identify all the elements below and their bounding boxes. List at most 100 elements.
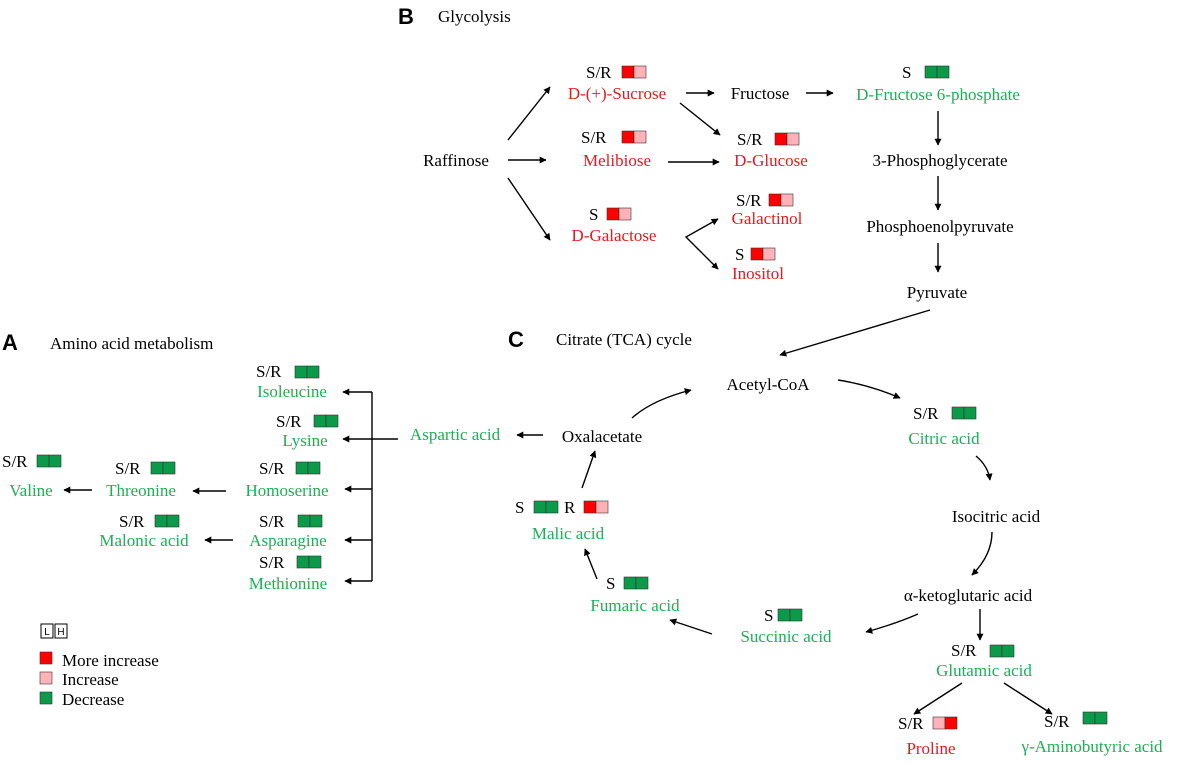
- legend: L H More increase Increase Decrease: [39, 623, 159, 709]
- arrow-acetylcoa-citric: [837, 379, 901, 399]
- box-galactinol-l: [768, 193, 782, 207]
- box-methionine-h: [308, 555, 322, 569]
- panel-title-amino-acid: Amino acid metabolism: [50, 334, 213, 353]
- tag-galactose: S: [589, 205, 598, 224]
- box-galactinol-h: [780, 193, 794, 207]
- box-glucose-l: [774, 132, 788, 146]
- arrow-succinic-fumaric: [669, 618, 713, 635]
- box-inositol-l: [750, 247, 764, 261]
- metabolite-raffinose: Raffinose: [423, 151, 489, 170]
- legend-label-decrease: Decrease: [62, 690, 124, 709]
- box-succinic-h: [789, 608, 803, 622]
- legend-l-box: [40, 623, 54, 639]
- metabolite-alpha-ketoglutaric-acid: α-ketoglutaric acid: [904, 586, 1033, 605]
- metabolite-lysine: Lysine: [282, 431, 327, 450]
- box-glucose-h: [786, 132, 800, 146]
- metabolite-pyruvate: Pyruvate: [907, 283, 967, 302]
- arrow-malic-oxalacetate: [581, 450, 597, 489]
- metabolite-malonic-acid: Malonic acid: [99, 531, 189, 550]
- box-homoserine-h: [307, 461, 321, 475]
- box-malic-s-h: [545, 500, 559, 514]
- tag-inositol: S: [735, 245, 744, 264]
- box-f6p-l: [924, 65, 938, 79]
- tag-galactinol: S/R: [736, 191, 762, 210]
- metabolite-methionine: Methionine: [249, 574, 327, 593]
- metabolite-asparagine: Asparagine: [249, 531, 326, 550]
- metabolite-melibiose: Melibiose: [583, 151, 651, 170]
- metabolite-sucrose: D-(+)-Sucrose: [568, 84, 666, 103]
- panel-letter-b: B: [398, 4, 414, 29]
- box-proline-h: [944, 716, 958, 730]
- box-isoleucine-h: [306, 365, 320, 379]
- box-f6p-h: [936, 65, 950, 79]
- box-succinic-l: [777, 608, 791, 622]
- panel-title-glycolysis: Glycolysis: [438, 7, 511, 26]
- metabolite-valine: Valine: [9, 481, 52, 500]
- tag-glutamic-acid: S/R: [951, 641, 977, 660]
- metabolite-galactinol: Galactinol: [732, 209, 803, 228]
- box-methionine-l: [296, 555, 310, 569]
- panel-title-tca: Citrate (TCA) cycle: [556, 330, 692, 349]
- legend-label-more-increase: More increase: [62, 651, 159, 670]
- box-valine-h: [48, 454, 62, 468]
- box-fumaric-l: [623, 576, 637, 590]
- arrow-citric-isocitric: [975, 455, 993, 481]
- tag-succinic-acid: S: [764, 606, 773, 625]
- box-malic-s-l: [533, 500, 547, 514]
- box-gaba-h: [1094, 711, 1108, 725]
- arrow-glutamic-gaba: [1003, 682, 1053, 715]
- arrow-akg-succinic: [865, 613, 919, 634]
- metabolite-fumaric-acid: Fumaric acid: [590, 596, 680, 615]
- legend-swatch-more-increase: [39, 651, 53, 665]
- panel-letter-c: C: [508, 327, 524, 352]
- tag-fumaric-acid: S: [606, 574, 615, 593]
- metabolite-malic-acid: Malic acid: [532, 524, 605, 543]
- box-malonic-l: [154, 514, 168, 528]
- box-citric-l: [951, 406, 965, 420]
- box-malic-r-l: [583, 500, 597, 514]
- arrow-isocitric-akg: [971, 531, 993, 576]
- arrow-pyruvate-acetylcoa: [779, 309, 931, 357]
- tag-threonine: S/R: [115, 459, 141, 478]
- legend-swatch-increase: [39, 671, 53, 685]
- metabolite-f6p: D-Fructose 6-phosphate: [856, 85, 1020, 104]
- box-threonine-l: [150, 461, 164, 475]
- box-melibiose-l: [621, 130, 635, 144]
- box-asparagine-h: [309, 514, 323, 528]
- metabolite-glucose: D-Glucose: [734, 151, 808, 170]
- arrow-galactose-galactinol-inositol: [684, 218, 719, 270]
- box-isoleucine-l: [294, 365, 308, 379]
- box-galactose-l: [606, 207, 620, 221]
- box-asparagine-l: [297, 514, 311, 528]
- metabolite-inositol: Inositol: [732, 264, 784, 283]
- tag-malonic-acid: S/R: [119, 512, 145, 531]
- tag-isoleucine: S/R: [256, 362, 282, 381]
- tag-methionine: S/R: [259, 553, 285, 572]
- metabolite-threonine: Threonine: [106, 481, 176, 500]
- box-lysine-h: [325, 414, 339, 428]
- box-homoserine-l: [295, 461, 309, 475]
- box-proline-l: [932, 716, 946, 730]
- metabolite-citric-acid: Citric acid: [908, 429, 980, 448]
- panel-letter-a: A: [2, 330, 18, 355]
- tag-citric-acid: S/R: [913, 404, 939, 423]
- box-melibiose-h: [633, 130, 647, 144]
- metabolite-isoleucine: Isoleucine: [257, 382, 327, 401]
- box-malonic-h: [166, 514, 180, 528]
- box-inositol-h: [762, 247, 776, 261]
- box-sucrose-h: [633, 65, 647, 79]
- tag-homoserine: S/R: [259, 459, 285, 478]
- legend-h-box: [54, 623, 68, 639]
- arrow-oxalacetate-acetylcoa: [631, 388, 692, 419]
- box-glutamic-l: [989, 644, 1003, 658]
- box-valine-l: [36, 454, 50, 468]
- tag-malic-acid-s: S: [515, 498, 524, 517]
- box-fumaric-h: [635, 576, 649, 590]
- tag-valine: S/R: [2, 452, 28, 471]
- tag-malic-acid-r: R: [564, 498, 576, 517]
- tag-sucrose: S/R: [586, 63, 612, 82]
- metabolite-fructose: Fructose: [731, 84, 790, 103]
- box-sucrose-l: [621, 65, 635, 79]
- tag-lysine: S/R: [276, 412, 302, 431]
